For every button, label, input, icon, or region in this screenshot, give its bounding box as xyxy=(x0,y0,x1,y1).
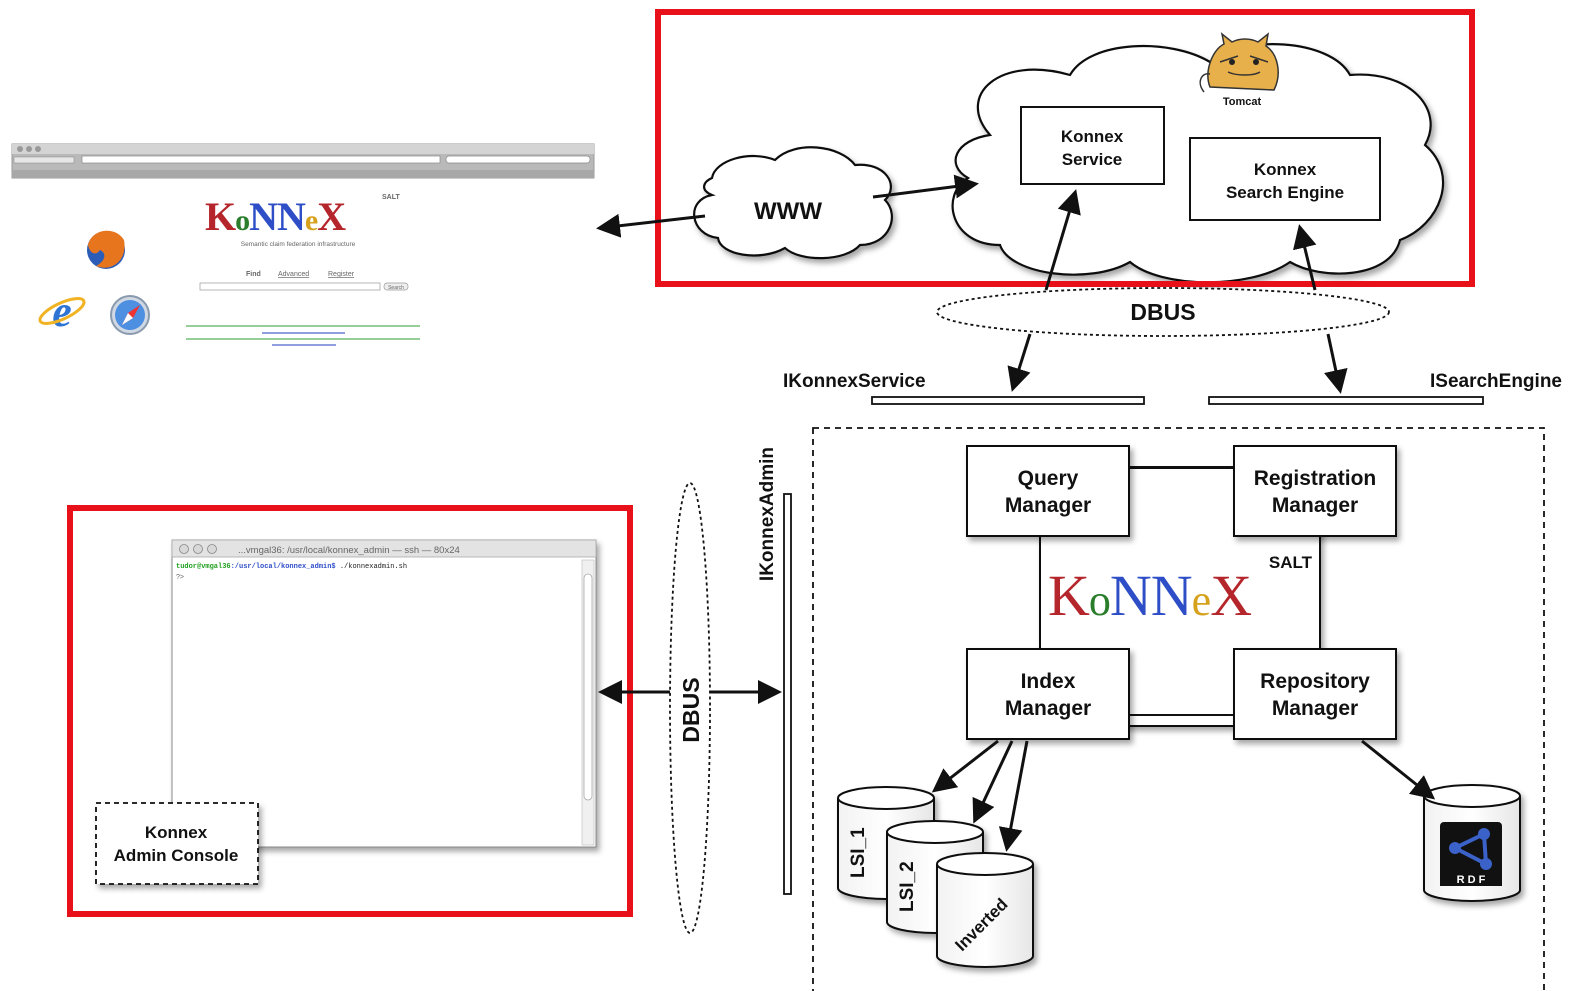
browser-register-link[interactable]: Register xyxy=(328,271,355,278)
browser-logo-n2: N xyxy=(277,194,306,239)
repository-manager: Repository Manager xyxy=(1233,648,1397,740)
browser-subtitle: Semantic claim federation infrastructure xyxy=(241,241,356,248)
terminal-minimize-button[interactable] xyxy=(193,544,203,554)
svg-text:Repository: Repository xyxy=(1260,670,1370,693)
svg-text:Manager: Manager xyxy=(1272,494,1358,517)
search-engine-label-2: Search Engine xyxy=(1226,183,1344,202)
core-logo-x: X xyxy=(1210,563,1251,628)
dbus-top-label: DBUS xyxy=(1130,299,1195,325)
admin-console-label-2: Admin Console xyxy=(114,846,239,865)
search-engine-box xyxy=(1189,137,1381,221)
safari-icon xyxy=(110,295,150,335)
browser-konnex-logo: KoNNeX xyxy=(205,194,346,239)
index-to-lsi2-arrow xyxy=(972,740,1014,824)
lsi2-label: LSI_2 xyxy=(897,861,918,912)
www-cloud xyxy=(693,146,893,260)
admin-console-box xyxy=(95,802,259,885)
core-boundary xyxy=(812,427,1545,991)
browser-www-arrow xyxy=(596,213,706,238)
index-manager: Index Manager xyxy=(966,648,1130,740)
dbus-to-service-arrow xyxy=(1044,189,1081,291)
web-tier-highlight xyxy=(655,9,1475,287)
salt-label: SALT xyxy=(1269,553,1313,572)
browser-search-button[interactable] xyxy=(383,282,409,291)
isearchengine-label: ISearchEngine xyxy=(1430,371,1562,392)
search-engine-label-1: Konnex xyxy=(1254,160,1317,179)
query-manager: Query Manager xyxy=(966,445,1130,537)
core-logo-k: K xyxy=(1048,563,1090,628)
core-logo-o: o xyxy=(1089,576,1110,625)
browser-salt-label: SALT xyxy=(382,194,400,201)
core-logo-n1: N xyxy=(1110,563,1151,628)
admin-console-label-1: Konnex xyxy=(145,823,208,842)
web-tier: WWW Tomcat Konnex Service Konnex Search … xyxy=(693,32,1445,284)
browser-logo-n1: N xyxy=(249,194,278,239)
internet-explorer-icon: e xyxy=(38,287,86,336)
rdf-label: R D F xyxy=(1457,874,1486,886)
svg-text:e: e xyxy=(52,287,72,336)
dbus-to-isearchengine-arrow xyxy=(1324,333,1348,394)
dbus-top-bus xyxy=(936,287,1390,337)
terminal-title: ...vmgal36: /usr/local/konnex_admin — ss… xyxy=(238,545,460,556)
svg-text:Index: Index xyxy=(1021,670,1076,693)
terminal-zoom-button[interactable] xyxy=(207,544,217,554)
browser-logo-k: K xyxy=(205,194,236,239)
dbus-to-ikonnexservice-arrow xyxy=(1007,333,1032,392)
index-to-inverted-arrow xyxy=(998,740,1029,852)
isearchengine-bar xyxy=(1208,396,1484,405)
terminal-scroll-thumb[interactable] xyxy=(583,573,593,801)
browser-advanced-link[interactable]: Advanced xyxy=(278,271,309,278)
dbus-vertical-label: DBUS xyxy=(678,677,704,742)
svg-text:Manager: Manager xyxy=(1005,697,1091,720)
terminal-command: ./konnexadmin.sh xyxy=(336,563,407,571)
ikonnexadmin-bar xyxy=(783,493,792,895)
dbus-to-search-arrow xyxy=(1293,224,1317,291)
www-label: WWW xyxy=(754,198,822,225)
browser-search-input[interactable] xyxy=(199,282,381,291)
konnex-service-label-2: Service xyxy=(1062,150,1123,169)
konnex-service-label-1: Konnex xyxy=(1061,127,1124,146)
inverted-store xyxy=(936,852,1034,968)
www-to-service-arrow xyxy=(872,174,979,199)
tomcat-icon xyxy=(1199,32,1279,93)
svg-text:Manager: Manager xyxy=(1272,697,1358,720)
terminal-close-button[interactable] xyxy=(179,544,189,554)
tomcat-label: Tomcat xyxy=(1223,96,1262,108)
ikonnexservice-label: IKonnexService xyxy=(783,371,926,392)
ikonnexadmin-label: IKonnexAdmin xyxy=(757,447,778,581)
terminal-line-2: ?> xyxy=(176,574,184,581)
svg-text:Query: Query xyxy=(1018,467,1079,490)
terminal-window: ...vmgal36: /usr/local/konnex_admin — ss… xyxy=(171,539,597,848)
terminal-path: :/usr/local/konnex_admin$ xyxy=(231,563,336,571)
terminal-line-1: tudor@vmgal36:/usr/local/konnex_admin$ .… xyxy=(176,563,407,571)
svg-text:Registration: Registration xyxy=(1254,467,1377,490)
index-to-lsi1-arrow xyxy=(931,739,999,793)
repository-to-rdf-arrow xyxy=(1361,739,1436,800)
ikonnexservice-bar xyxy=(871,396,1145,405)
svg-text:Manager: Manager xyxy=(1005,494,1091,517)
konnex-service-box xyxy=(1020,106,1165,185)
firefox-icon xyxy=(87,230,125,269)
core-konnex-logo: KoNNeX xyxy=(1048,563,1251,628)
rdf-icon xyxy=(1440,822,1502,886)
browser-search-button-label: Search xyxy=(388,285,404,291)
browser-logo-e: e xyxy=(305,204,318,237)
lsi1-label: LSI_1 xyxy=(848,827,869,878)
browser-logo-x: X xyxy=(317,194,346,239)
core-logo-n2: N xyxy=(1151,563,1192,628)
registration-manager: Registration Manager xyxy=(1233,445,1397,537)
browser-window: SALT KoNNeX Semantic claim federation in… xyxy=(11,143,595,346)
admin-highlight xyxy=(67,505,633,917)
browser-logo-o: o xyxy=(235,204,249,237)
browser-find-label: Find xyxy=(246,271,261,278)
core-logo-e: e xyxy=(1192,576,1211,625)
dbus-vertical-bus xyxy=(669,482,711,934)
terminal-user: tudor@vmgal36 xyxy=(176,563,231,571)
